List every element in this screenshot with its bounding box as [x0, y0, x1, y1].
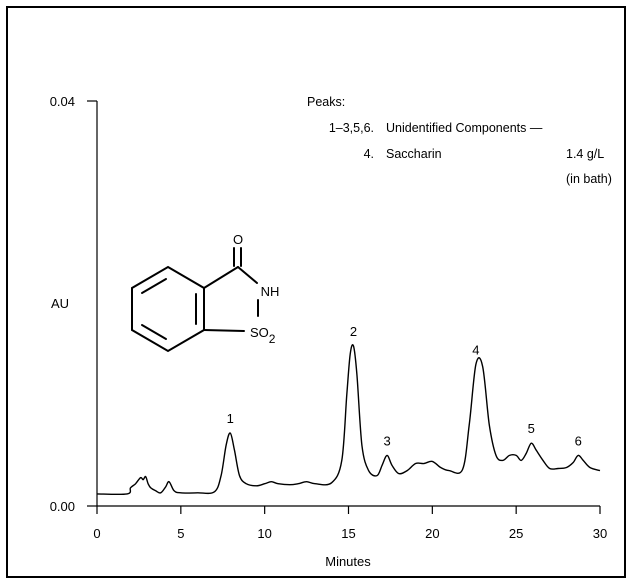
legend-row-2-value: 1.4 g/L — [566, 147, 604, 161]
y-tick-label-0: 0.00 — [50, 499, 75, 514]
x-tick-label-1: 5 — [177, 526, 184, 541]
peaks-legend: Peaks: 1–3,5,6. Unidentified Components … — [307, 95, 612, 186]
y-axis-label: AU — [51, 296, 69, 311]
structure-so2-subscript: 2 — [269, 332, 276, 346]
peak-label-5: 5 — [528, 421, 535, 436]
x-tick-label-2: 10 — [257, 526, 271, 541]
structure-so2-label: SO2 — [250, 325, 276, 346]
x-tick-label-3: 15 — [341, 526, 355, 541]
x-tick-label-6: 30 — [593, 526, 607, 541]
legend-row-1-id: 1–3,5,6. — [329, 121, 374, 135]
x-tick-label-5: 25 — [509, 526, 523, 541]
x-axis-label: Minutes — [325, 554, 371, 569]
peak-labels: 1 2 3 4 5 6 — [227, 324, 582, 448]
x-axis-ticks: 0 5 10 15 20 25 30 — [93, 506, 607, 541]
legend-row-2-name: Saccharin — [386, 147, 442, 161]
saccharin-structure — [131, 247, 259, 353]
chromatogram-trace — [96, 343, 601, 496]
legend-row-1-name: Unidentified Components — — [386, 121, 543, 135]
y-axis-ticks: 0.00 0.04 — [50, 94, 97, 514]
x-tick-label-0: 0 — [93, 526, 100, 541]
peak-label-3: 3 — [383, 433, 390, 448]
peak-label-2: 2 — [350, 324, 357, 339]
y-tick-label-1: 0.04 — [50, 94, 75, 109]
x-tick-label-4: 20 — [425, 526, 439, 541]
legend-row-2-id: 4. — [364, 147, 374, 161]
structure-nh-label: NH — [261, 284, 280, 299]
structure-oxygen-label: O — [233, 232, 243, 247]
legend-heading: Peaks: — [307, 95, 345, 109]
peak-label-4: 4 — [472, 342, 479, 357]
peak-label-1: 1 — [227, 411, 234, 426]
legend-row-2-note: (in bath) — [566, 172, 612, 186]
peak-label-6: 6 — [575, 433, 582, 448]
structure-so-text: SO — [250, 325, 269, 340]
chart-frame — [6, 6, 626, 578]
